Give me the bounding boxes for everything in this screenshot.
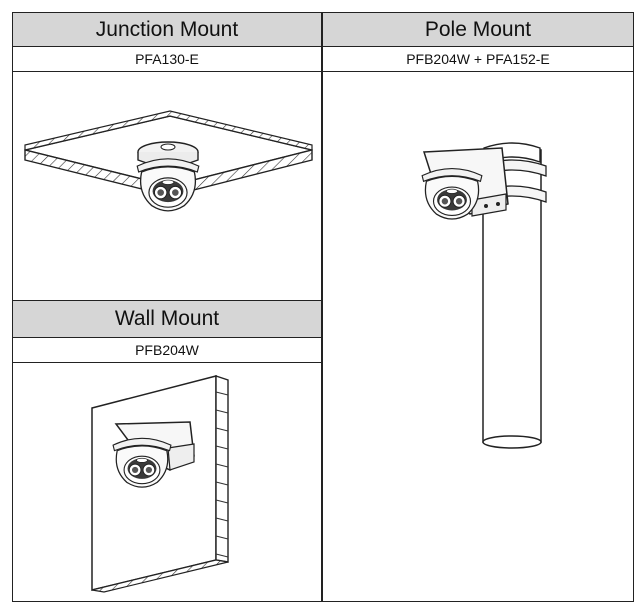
pole-mount-title: Pole Mount bbox=[424, 17, 532, 41]
header-divider bbox=[323, 46, 633, 47]
wall-mount-model: PFB204W bbox=[135, 342, 199, 358]
junction-mount-illustration bbox=[24, 110, 313, 212]
column-divider bbox=[321, 12, 323, 602]
junction-mount-title: Junction Mount bbox=[95, 17, 239, 41]
wall-mount-title: Wall Mount bbox=[114, 307, 220, 330]
pole-mount-model-row: PFB204W + PFA152-E bbox=[323, 47, 633, 71]
junction-mount-model-row: PFA130-E bbox=[13, 47, 321, 71]
header-divider bbox=[13, 337, 321, 338]
model-divider bbox=[13, 71, 321, 72]
model-divider bbox=[13, 362, 321, 363]
junction-mount-header: Junction Mount bbox=[13, 13, 321, 46]
pole-mount-header: Pole Mount bbox=[323, 13, 633, 46]
model-divider bbox=[323, 71, 633, 72]
wall-mount-header: Wall Mount bbox=[13, 301, 321, 337]
pole-mount-model: PFB204W + PFA152-E bbox=[406, 51, 550, 67]
wall-mount-model-row: PFB204W bbox=[13, 338, 321, 362]
wall-mount-illustration bbox=[91, 375, 229, 593]
junction-mount-model: PFA130-E bbox=[135, 51, 199, 67]
section-divider bbox=[13, 300, 321, 301]
header-divider bbox=[13, 46, 321, 47]
mount-table bbox=[12, 12, 634, 602]
pole-mount-illustration bbox=[421, 142, 547, 449]
